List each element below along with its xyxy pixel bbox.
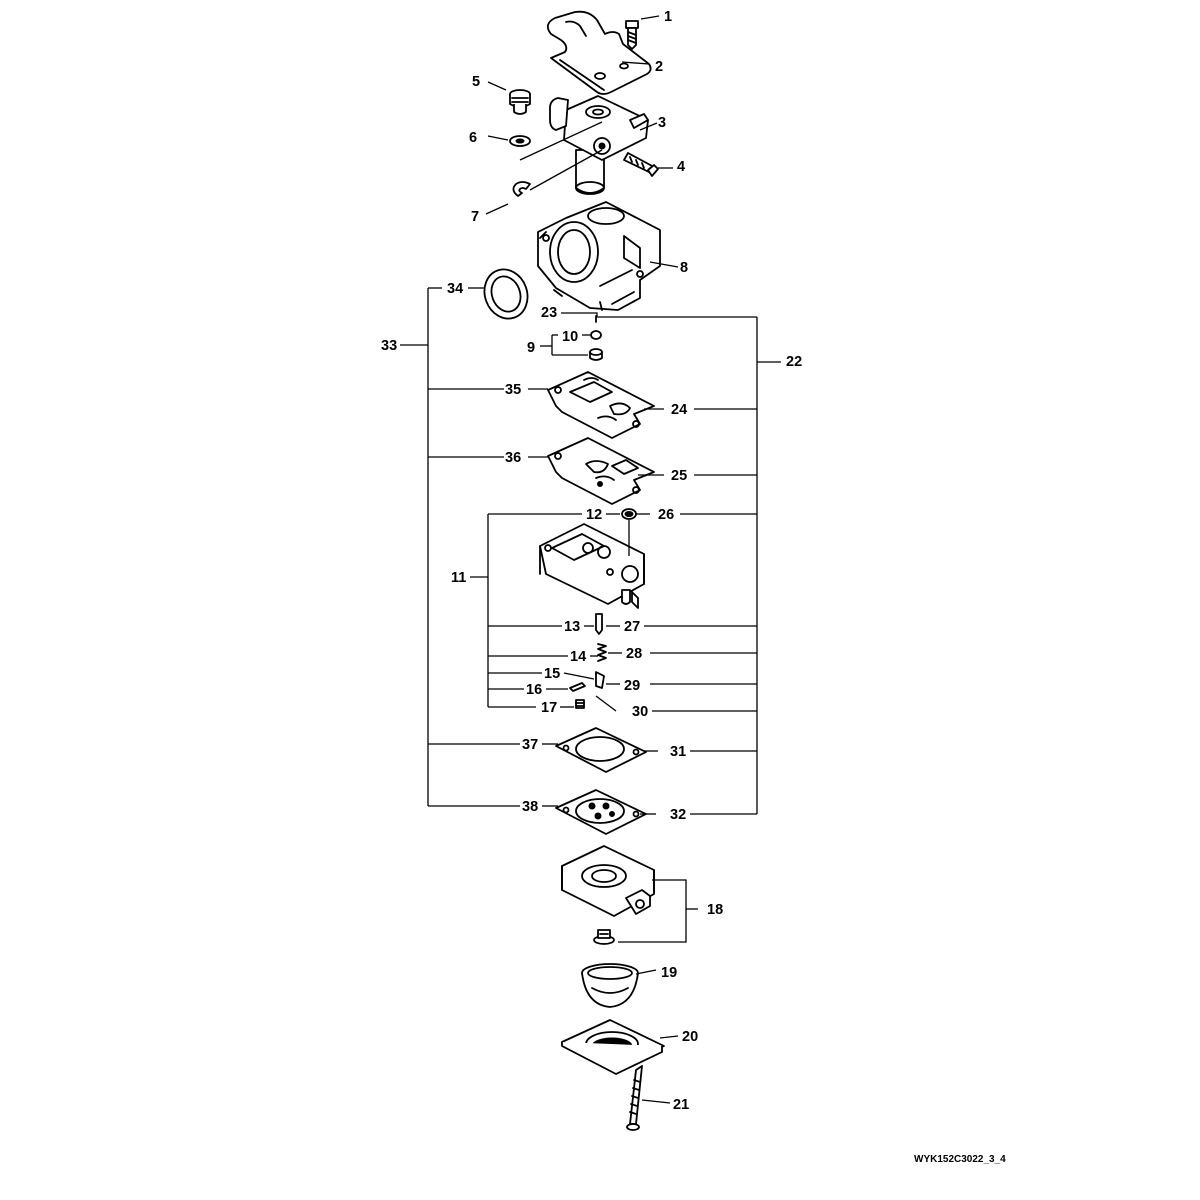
part-4-screw [623,152,659,177]
part-24-gasket [547,371,655,439]
callout-17: 17 [541,700,557,716]
callout-27: 27 [624,619,640,635]
part-9-screen [589,348,603,361]
callout-10: 10 [562,329,578,345]
callout-8: 8 [680,260,688,276]
part-31-gasket [555,727,647,773]
part-16-pin [569,682,586,692]
drawing-reference: WYK152C3022_3_4 [914,1154,1006,1165]
part-10-oring [590,330,602,340]
callout-25: 25 [671,468,687,484]
part-14-spring [597,643,607,662]
part-26-filter-screen [621,508,637,520]
part-21-screw [626,1065,643,1131]
callout-14: 14 [570,649,586,665]
part-7-clip [512,181,531,197]
callout-30: 30 [632,704,648,720]
part-17-screw [575,699,585,709]
callout-34: 34 [447,281,463,297]
part-18-valve [593,929,615,945]
callout-7: 7 [471,209,479,225]
callout-19: 19 [661,965,677,981]
callout-18: 18 [707,902,723,918]
part-15-lever [595,671,605,689]
callout-22: 22 [786,354,802,370]
part-18-cover [561,845,655,917]
callout-2: 2 [655,59,663,75]
part-32-diaphragm [555,789,647,835]
part-25-diaphragm [547,437,655,505]
callout-36: 36 [505,450,521,466]
callout-5: 5 [472,74,480,90]
callout-28: 28 [626,646,642,662]
callout-15: 15 [544,666,560,682]
callout-12: 12 [586,507,602,523]
callout-33: 33 [381,338,397,354]
callout-9: 9 [527,340,535,356]
part-5-plug [509,89,531,115]
part-13-needle [595,613,603,635]
callout-labels: 1 2 3 4 5 6 7 8 9 10 11 12 13 14 15 16 1… [381,9,1006,1165]
part-8-carburetor-body [537,201,661,311]
part-2-bracket [546,10,652,95]
part-3-throttle-body [549,95,649,195]
callout-38: 38 [522,799,538,815]
callout-29: 29 [624,678,640,694]
callout-3: 3 [658,115,666,131]
callout-26: 26 [658,507,674,523]
callout-23: 23 [541,305,557,321]
callout-1: 1 [664,9,672,25]
callout-20: 20 [682,1029,698,1045]
part-34-gasket-ring [483,268,529,320]
callout-13: 13 [564,619,580,635]
callout-32: 32 [670,807,686,823]
part-19-primer-bulb [581,963,639,1008]
callout-24: 24 [671,402,687,418]
callout-16: 16 [526,682,542,698]
callout-35: 35 [505,382,521,398]
callout-4: 4 [677,159,685,175]
callout-31: 31 [670,744,686,760]
callout-21: 21 [673,1097,689,1113]
part-1-screw [625,20,639,50]
callout-11: 11 [451,570,466,586]
callout-6: 6 [469,130,477,146]
part-11-metering-body [539,523,645,609]
leader-lines [400,15,781,1104]
callout-37: 37 [522,737,538,753]
part-20-retainer [561,1019,665,1075]
part-6-washer [509,135,531,147]
